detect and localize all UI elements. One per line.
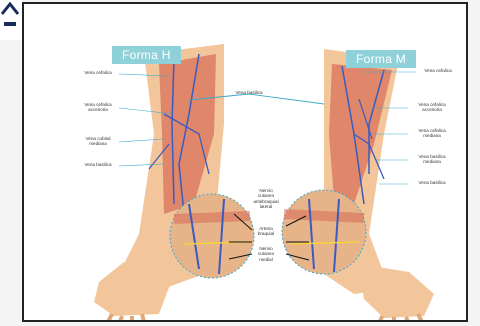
right-label-1: Vena cefalica (414, 68, 462, 73)
form-m-label: Forma M (346, 50, 416, 68)
right-label-4: Vena basilica mediana (408, 154, 456, 165)
right-label-3: Vena cefalica mediana (408, 128, 456, 139)
center-label-1: Nervio cutaneo antebraquial lateral (248, 188, 284, 210)
corner-glyph-icon (0, 0, 22, 40)
left-label-2: Vena cefalica accesoria (74, 102, 122, 113)
left-label-4: Vena basilica (74, 162, 122, 167)
center-label-3: Nervio cutaneo medial (248, 246, 284, 262)
zoom-right (282, 190, 366, 274)
left-label-3: Vena cubital mediana (74, 136, 122, 147)
center-top-label: Vena basilica (224, 90, 274, 95)
center-label-2: Arteria braquial (248, 226, 284, 237)
right-label-5: Vena basilica (408, 180, 456, 185)
left-arm (94, 44, 224, 320)
form-h-label: Forma H (112, 46, 181, 64)
left-label-1: Vena cefalica (74, 70, 122, 75)
zoom-left (170, 194, 254, 278)
anatomy-card: Forma H Forma M Vena cefalica Vena cefal… (22, 2, 468, 322)
corner-mark (0, 0, 22, 40)
right-label-2: Vena cefalica accesoria (408, 102, 456, 113)
